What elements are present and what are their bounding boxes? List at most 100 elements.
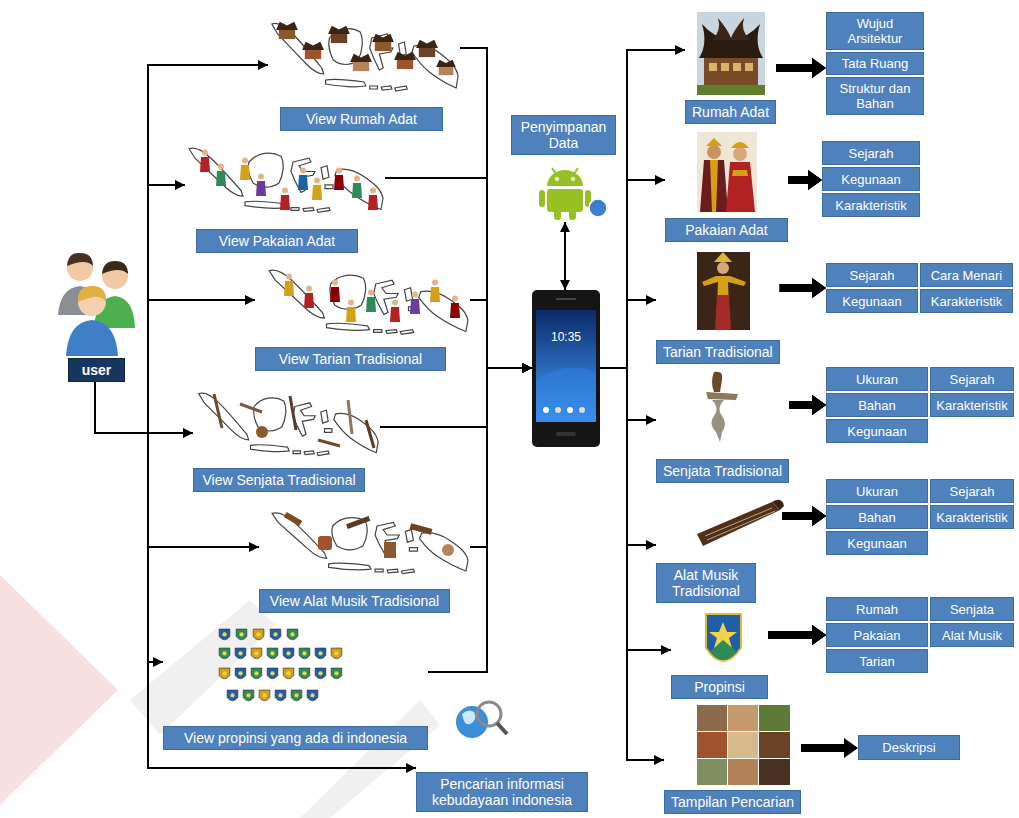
node-text: View Senjata Tradisional [200, 472, 358, 488]
map-rumah-adat [350, 54, 372, 71]
alat-musik-photo [707, 511, 775, 540]
watermark [130, 600, 275, 735]
connector [780, 278, 826, 298]
connector [789, 395, 826, 415]
user-card: user [55, 250, 135, 382]
node-text: View Alat Musik Tradisional [266, 593, 443, 609]
connector [768, 625, 826, 645]
attribute-box: Karakteristik [930, 393, 1014, 417]
node-text: Alat Musik [942, 628, 1002, 643]
alat-musik-photo [705, 508, 772, 536]
node-text: Tarian Tradisional [663, 344, 773, 360]
tarian-photo [702, 276, 746, 330]
province-emblems [283, 668, 294, 679]
map-senjata [366, 420, 374, 448]
attribute-box: Ukuran [826, 367, 928, 391]
map-rumah-adat [276, 22, 298, 39]
province-emblems [219, 629, 342, 701]
category-card: Tampilan Pencarian [664, 705, 801, 814]
node-text: Bahan [858, 510, 896, 525]
province-emblems [253, 629, 264, 640]
phone-illustration [579, 407, 585, 413]
pakaian-adat-photo [700, 160, 728, 212]
node-text: View Tarian Tradisional [262, 351, 439, 367]
map-pakaian-adat [368, 188, 378, 211]
phone-illustration [536, 368, 596, 423]
connector [600, 50, 685, 368]
search-icon [462, 710, 475, 724]
node-text: Karakteristik [835, 198, 907, 213]
map-pakaian-adat [352, 176, 362, 199]
connector [789, 395, 826, 415]
province-emblems [219, 629, 230, 640]
rumah-adat-photo [712, 18, 750, 40]
search-result-collage [697, 705, 727, 731]
province-emblems [235, 648, 246, 659]
rumah-adat-photo [709, 63, 753, 71]
search-icon [456, 706, 488, 738]
map-pakaian-adat [189, 148, 383, 212]
attribute-box: Tarian [826, 649, 928, 673]
province-emblems [270, 629, 281, 640]
node-text: Rumah Adat [692, 104, 769, 120]
connector [780, 278, 826, 298]
keris-photo [706, 392, 738, 400]
rumah-adat-photo [697, 12, 765, 95]
pakaian-adat-photo [706, 138, 722, 146]
connector [789, 395, 826, 415]
view-card: View Pakaian Adat [185, 140, 385, 253]
province-emblems [275, 690, 286, 701]
category-card: Rumah Adat [685, 12, 776, 124]
pakaian-adat-photo [697, 132, 757, 212]
label-box: View Tarian Tradisional [255, 347, 446, 371]
user-icon [67, 253, 93, 266]
user-icon [58, 253, 135, 356]
search-result-collage [728, 759, 758, 785]
node-text: View propinsi yang ada di indonesia [170, 730, 421, 746]
label-box: Senjata Tradisional [656, 459, 789, 483]
pakaian-adat-photo [707, 145, 721, 159]
map-pakaian-adat [240, 158, 250, 181]
map-alat-musik [346, 516, 370, 529]
connector [788, 170, 822, 190]
attribute-box: Karakteristik [930, 505, 1014, 529]
search-icon [497, 723, 507, 734]
province-emblems [267, 648, 278, 659]
rumah-adat-photo [697, 85, 765, 95]
map-alat-musik [284, 512, 303, 526]
search-result-collage [759, 759, 790, 785]
province-emblems [227, 690, 238, 701]
view-card: View Senjata Tradisional [193, 385, 380, 492]
attribute-box: Bahan [826, 393, 928, 417]
attribute-box: Struktur dan Bahan [826, 77, 924, 115]
user-icon [102, 261, 128, 274]
rumah-adat-photo [704, 58, 758, 85]
node-text: Karakteristik [936, 510, 1008, 525]
phone-illustration [567, 407, 573, 413]
keris-photo [712, 372, 722, 392]
map-rumah-adat [328, 26, 350, 43]
node-text: Karakteristik [936, 398, 1008, 413]
connector [782, 506, 826, 526]
tarian-photo [697, 252, 750, 330]
map-tarian [269, 270, 468, 334]
map-rumah-adat [302, 42, 324, 59]
map-pakaian-adat [312, 178, 322, 201]
connector [600, 368, 664, 760]
category-card: Alat Musik Tradisional [656, 498, 782, 603]
attribute-box: Ukuran [826, 479, 928, 503]
province-emblems [235, 668, 246, 679]
province-emblems [315, 648, 326, 659]
view-card: Pencarian informasi kebudayaan indonesia [416, 697, 588, 812]
phone-illustration [532, 290, 600, 447]
pakaian-adat-photo [697, 132, 757, 212]
map-pakaian-adat [334, 168, 344, 191]
label-box: View Pakaian Adat [196, 229, 358, 253]
phone-illustration [536, 310, 596, 422]
node-text: Tata Ruang [842, 56, 909, 71]
view-card: View propinsi yang ada di indonesia [163, 625, 428, 750]
map-senjata [240, 404, 262, 412]
province-emblems [219, 668, 230, 679]
attribute-box: Sejarah [822, 141, 920, 165]
